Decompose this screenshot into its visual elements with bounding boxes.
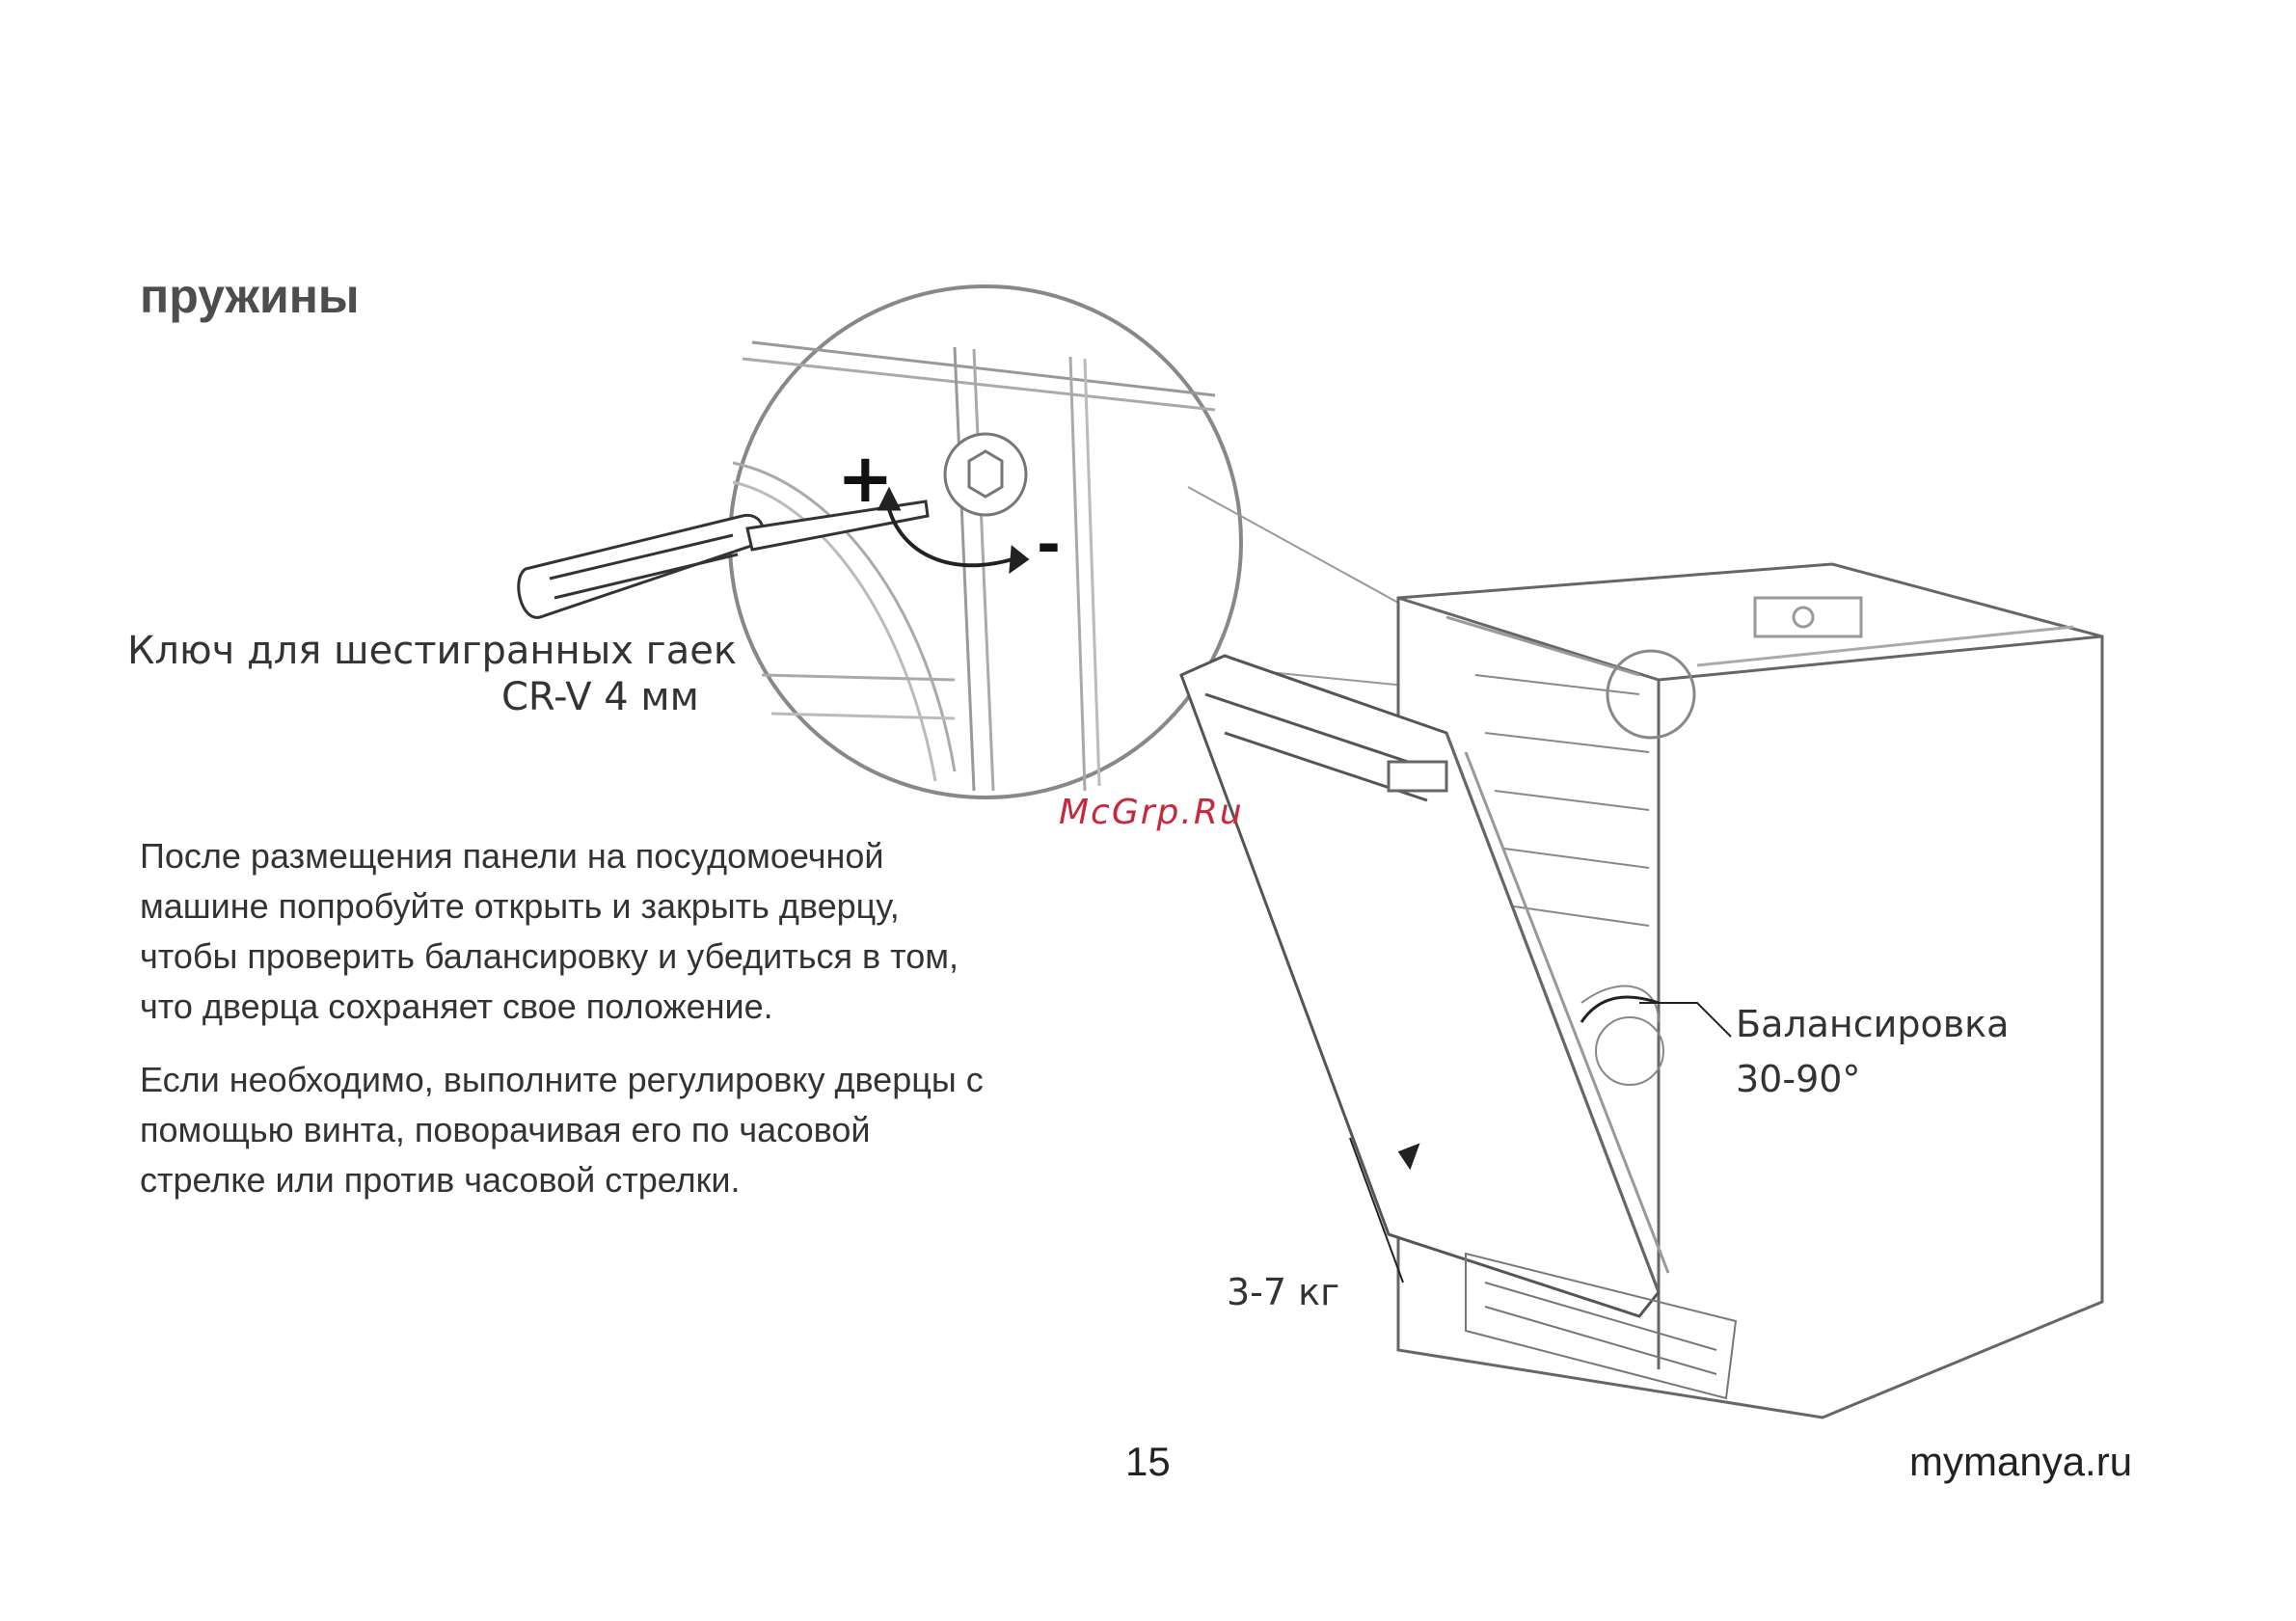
weight-label: 3-7 кг bbox=[1227, 1271, 1340, 1313]
page-number: 15 bbox=[1125, 1439, 1171, 1484]
wrench-label-line1: Ключ для шестигранных гаек bbox=[127, 629, 737, 673]
dishwasher-door bbox=[1179, 654, 1670, 1318]
balance-label-line1: Балансировка bbox=[1736, 1003, 2010, 1045]
minus-sign: - bbox=[1037, 511, 1061, 579]
paragraph-line: машине попробуйте открыть и закрыть двер… bbox=[140, 886, 900, 926]
instruction-paragraph-1: После размещения панели на посудомоечной… bbox=[140, 831, 1133, 1032]
paragraph-line: чтобы проверить балансировку и убедиться… bbox=[140, 936, 959, 976]
plus-sign: + bbox=[837, 439, 894, 518]
site-link[interactable]: mymanya.ru bbox=[1909, 1439, 2133, 1484]
section-heading: пружины bbox=[140, 269, 360, 323]
detail-marker-circle bbox=[1606, 649, 1696, 740]
watermark: McGrp.Ru bbox=[1059, 793, 1244, 832]
instruction-paragraph-2: Если необходимо, выполните регулировку д… bbox=[140, 1055, 1133, 1205]
hex-key-icon bbox=[517, 500, 930, 619]
paragraph-line: стрелке или против часовой стрелки. bbox=[140, 1160, 741, 1200]
paragraph-line: Если необходимо, выполните регулировку д… bbox=[140, 1060, 984, 1099]
wrench-label-line2: CR-V 4 мм bbox=[501, 675, 699, 719]
paragraph-line: что дверца сохраняет свое положение. bbox=[140, 986, 773, 1026]
rotation-arrow-icon bbox=[885, 500, 1013, 568]
paragraph-line: После размещения панели на посудомоечной bbox=[140, 836, 884, 876]
balance-label-line2: 30-90° bbox=[1736, 1058, 1861, 1100]
detail-magnifier-circle bbox=[728, 284, 1243, 799]
paragraph-line: помощью винта, поворачивая его по часово… bbox=[140, 1110, 871, 1149]
